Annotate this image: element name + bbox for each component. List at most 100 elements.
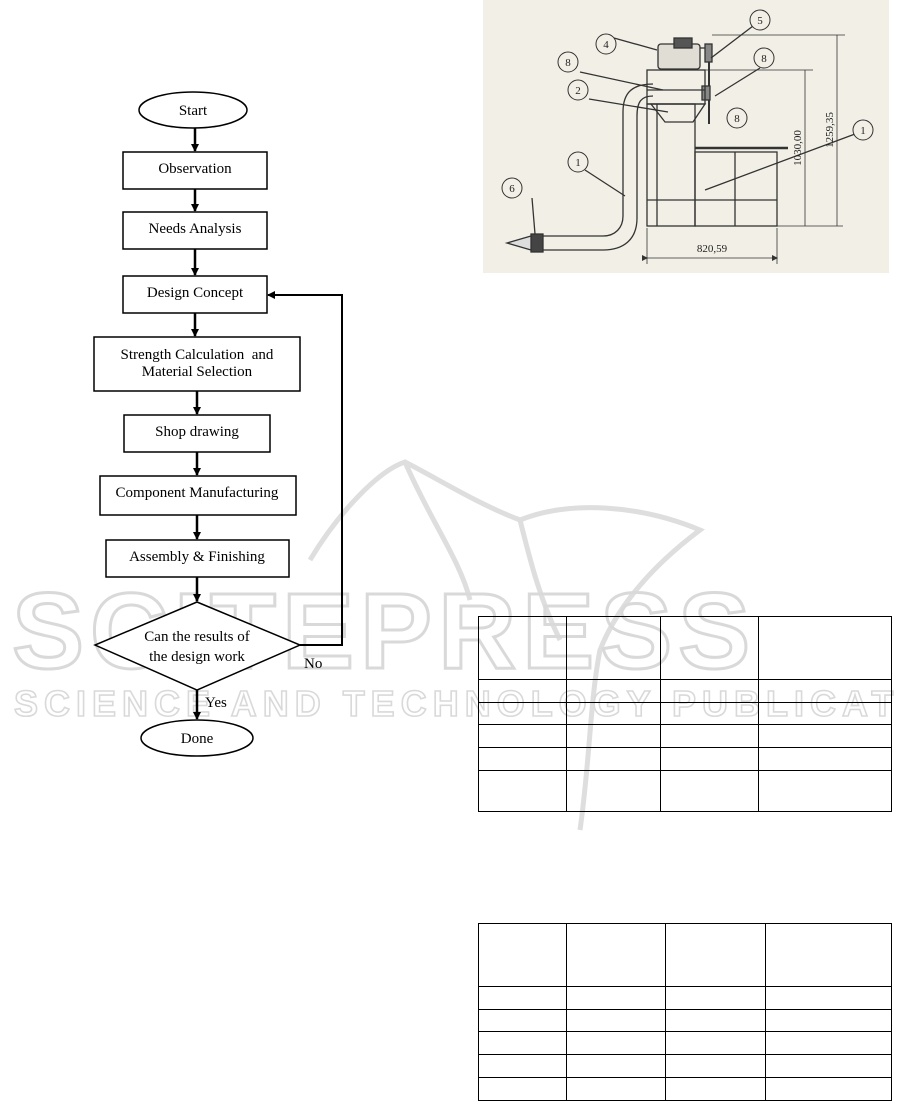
step-label-component-manufacturing: Component Manufacturing <box>116 485 279 501</box>
table-cell <box>565 1054 666 1078</box>
table-cell <box>765 923 892 987</box>
table-cell <box>478 770 567 812</box>
dim-height-total: 1259,35 <box>824 112 836 148</box>
table-cell <box>478 702 567 725</box>
step-strength-calculation <box>93 336 301 392</box>
table-cell <box>565 986 666 1010</box>
table-cell <box>478 1054 567 1078</box>
lower-pulley <box>701 85 711 101</box>
callout-3: 4 <box>603 39 609 51</box>
upper-pulley <box>704 43 713 63</box>
decision-label-line1: Can the results of <box>144 629 249 645</box>
step-label-strength-line1: Strength Calculation and <box>121 347 274 363</box>
table-row <box>478 702 893 725</box>
step-label-needs-analysis: Needs Analysis <box>149 221 242 237</box>
table-cell <box>765 986 892 1010</box>
table-cell <box>478 1077 567 1101</box>
table-cell <box>659 747 759 771</box>
table-cell <box>664 1009 767 1032</box>
step-assembly-finishing <box>105 539 290 578</box>
table-row <box>478 616 893 680</box>
table-cell <box>478 923 567 987</box>
table-row <box>478 923 892 987</box>
callout-4: 5 <box>757 15 763 27</box>
table-row <box>478 679 893 703</box>
table-cell <box>664 923 767 987</box>
methodology-flowchart: Start Observation Needs Analysis Design … <box>93 91 343 757</box>
table-cell <box>478 616 567 680</box>
table-cell <box>659 679 759 703</box>
table-cell <box>664 1054 767 1078</box>
table-cell <box>565 1009 666 1032</box>
table-cell <box>478 1009 567 1032</box>
table-row <box>478 986 892 1010</box>
table-cell <box>565 724 661 748</box>
step-needs-analysis <box>122 211 268 250</box>
step-label-strength-line2: Material Selection <box>142 364 253 380</box>
table-row <box>478 1054 892 1078</box>
table-cell <box>565 1031 666 1055</box>
table-cell <box>565 616 661 680</box>
table-cell <box>664 986 767 1010</box>
crusher-hopper <box>649 103 707 123</box>
table-cell <box>478 986 567 1010</box>
step-label-observation: Observation <box>158 161 232 177</box>
table-row <box>478 724 893 748</box>
table-cell <box>565 679 661 703</box>
dim-height-inner: 1030,00 <box>792 130 804 166</box>
decision-label-line2: the design work <box>149 649 245 665</box>
table-cell <box>565 747 661 771</box>
table-cell <box>765 1077 892 1101</box>
table-cell <box>659 724 759 748</box>
callout-5: 6 <box>509 183 515 195</box>
table-cell <box>757 679 893 703</box>
table-cell <box>765 1031 892 1055</box>
table-1 <box>478 616 893 812</box>
dim-width: 820,59 <box>697 243 728 255</box>
machine-technical-drawing: 4 5 8 8 2 8 1 1 6 820,59 1030,00 1259,35 <box>483 0 889 273</box>
table-cell <box>757 616 893 680</box>
table-cell <box>565 702 661 725</box>
table-cell <box>565 923 666 987</box>
table-row <box>478 1077 892 1101</box>
no-label: No <box>304 656 322 672</box>
table-cell <box>565 770 661 812</box>
table-row <box>478 1009 892 1032</box>
table-cell <box>664 1031 767 1055</box>
table-cell <box>478 724 567 748</box>
callout-8-lower: 8 <box>734 113 740 125</box>
start-terminator <box>138 91 248 129</box>
suction-pipe <box>539 83 654 237</box>
drawing-svg: 4 5 8 8 2 8 1 1 6 820,59 1030,00 1259,35 <box>501 9 874 264</box>
step-label-assembly-finishing: Assembly & Finishing <box>129 549 265 565</box>
table-cell <box>757 702 893 725</box>
callout-1-frame: 1 <box>860 125 866 137</box>
table-cell <box>664 1077 767 1101</box>
motor-fins <box>673 37 693 49</box>
table-cell <box>757 747 893 771</box>
yes-label: Yes <box>205 695 227 711</box>
table-cell <box>765 1054 892 1078</box>
callout-1-pipe: 1 <box>575 157 581 169</box>
table-cell <box>478 1031 567 1055</box>
table-cell <box>659 770 759 812</box>
suction-nozzle <box>530 233 544 253</box>
table-cell <box>765 1009 892 1032</box>
table-cell <box>757 770 893 812</box>
step-observation <box>122 151 268 190</box>
start-label: Start <box>179 103 208 119</box>
step-label-shop-drawing: Shop drawing <box>155 424 239 440</box>
table-row <box>478 770 893 812</box>
callout-6: 8 <box>761 53 767 65</box>
table-row <box>478 1031 892 1055</box>
table-cell <box>478 747 567 771</box>
table-cell <box>478 679 567 703</box>
feedback-loop-arrow <box>267 291 343 646</box>
table-cell <box>659 702 759 725</box>
table-cell <box>659 616 759 680</box>
table-cell <box>565 1077 666 1101</box>
callout-2: 2 <box>575 85 581 97</box>
step-label-design-concept: Design Concept <box>147 285 244 301</box>
callout-8-upper: 8 <box>565 57 571 69</box>
table-2 <box>478 923 892 1101</box>
